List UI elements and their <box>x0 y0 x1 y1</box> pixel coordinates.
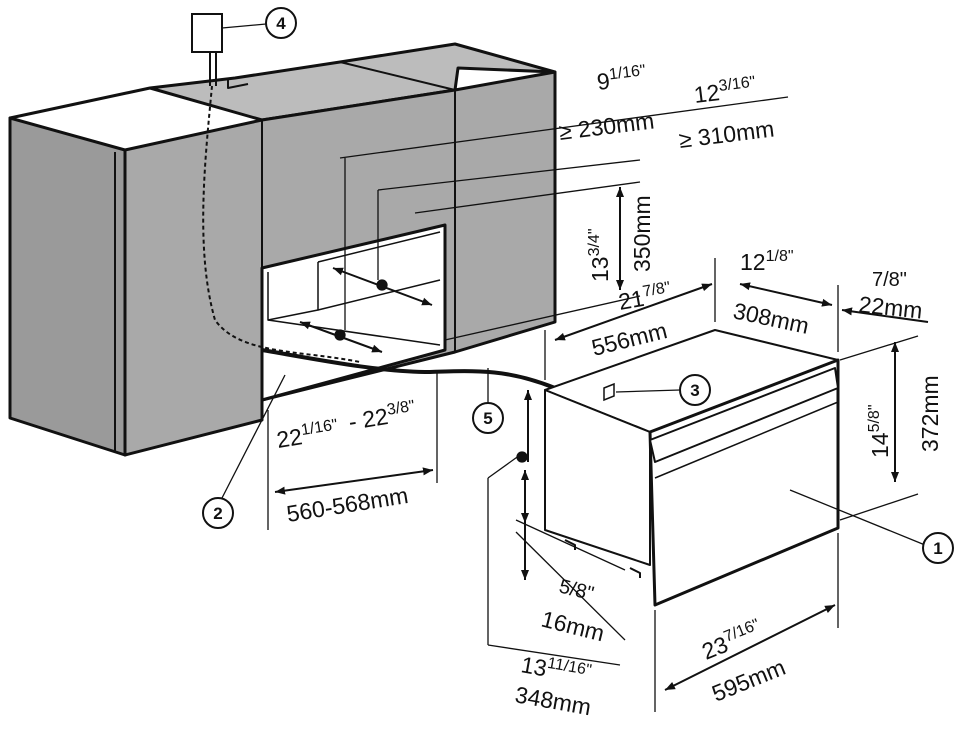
svg-text:3: 3 <box>690 381 699 400</box>
dim-21-7-8-in: 217/8" <box>616 279 673 315</box>
power-cable-dashed <box>202 85 361 363</box>
svg-text:4: 4 <box>276 14 286 33</box>
dim-5-8-in: 5/8" <box>557 576 596 606</box>
dim-12-3-16-in: 123/16" <box>692 74 757 108</box>
dim-14-5-8-in: 145/8" <box>866 404 893 458</box>
dim-7-8-in: 7/8" <box>872 269 907 291</box>
dim-22-1-16-in: 221/16" <box>275 417 341 453</box>
svg-text:5: 5 <box>483 409 492 428</box>
appliance-cable <box>261 348 556 390</box>
junction-box <box>191 13 223 86</box>
dim-372mm: 372mm <box>917 375 943 452</box>
dim-22-3-8-in: - 223/8" <box>347 398 418 435</box>
dim-350mm: 350mm <box>629 195 655 272</box>
dim-310mm: ≥ 310mm <box>677 115 775 152</box>
svg-text:2: 2 <box>213 504 222 523</box>
dim-348mm: 348mm <box>513 681 593 720</box>
dim-308mm: 308mm <box>731 297 811 338</box>
callout-5: 5 <box>472 368 504 434</box>
callout-4: 4 <box>221 7 297 39</box>
callout-1: 1 <box>789 489 954 564</box>
dim-22mm: 22mm <box>857 291 923 324</box>
callout-2: 2 <box>202 374 286 529</box>
dim-12-1-8-in: 121/8" <box>740 248 794 275</box>
connection-socket <box>603 382 615 402</box>
svg-text:1: 1 <box>933 539 942 558</box>
callout-3: 3 <box>615 374 711 406</box>
appliance-oven <box>544 329 840 607</box>
dim-230mm: ≥ 230mm <box>557 107 655 144</box>
dim-9-1-16-in: 91/16" <box>595 62 648 95</box>
dim-13-3-4-in: 133/4" <box>586 228 613 282</box>
